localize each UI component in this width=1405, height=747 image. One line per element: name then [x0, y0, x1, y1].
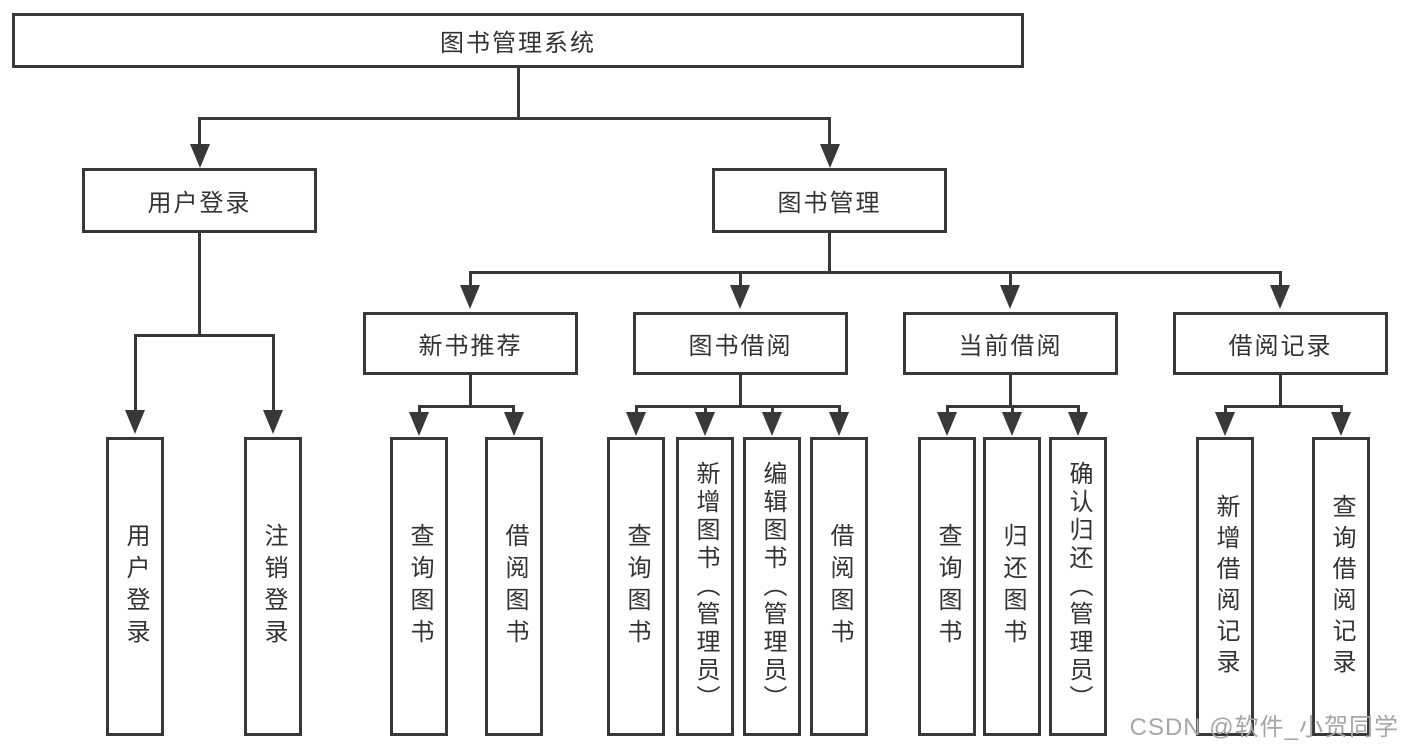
connector-line: [739, 271, 742, 287]
connector-line: [828, 117, 831, 148]
node-user-login: 用户登录: [82, 168, 317, 233]
arrow-down-icon: [626, 412, 646, 436]
leaf-add-book-admin: 新增图书（管理员）: [676, 437, 734, 736]
leaf-logout: 注销登录: [244, 437, 302, 736]
arrow-down-icon: [937, 412, 957, 436]
node-current-borrow: 当前借阅: [903, 312, 1118, 375]
arrow-down-icon: [1002, 412, 1022, 436]
arrow-down-icon: [730, 285, 750, 309]
connector-line: [1011, 405, 1014, 414]
arrow-down-icon: [695, 412, 715, 436]
leaf-borrow-books-borrow: 借阅图书: [810, 437, 868, 736]
node-book-management: 图书管理: [712, 168, 947, 233]
arrow-down-icon: [1000, 285, 1020, 309]
arrow-down-icon: [125, 410, 145, 434]
connector-line: [838, 405, 841, 414]
arrow-down-icon: [829, 412, 849, 436]
watermark-text: CSDN @软件_小贺同学: [1129, 714, 1399, 741]
node-library-management-system: 图书管理系统: [12, 13, 1024, 68]
connector-line: [134, 334, 274, 337]
connector-line: [517, 68, 520, 118]
leaf-query-books-borrow: 查询图书: [607, 437, 665, 736]
arrow-down-icon: [504, 412, 524, 436]
arrow-down-icon: [1331, 412, 1351, 436]
connector-line: [469, 375, 472, 407]
connector-line: [1009, 271, 1012, 287]
leaf-edit-book-admin: 编辑图书（管理员）: [743, 437, 801, 736]
connector-line: [198, 117, 831, 120]
leaf-query-books-recommend: 查询图书: [390, 437, 448, 736]
connector-line: [1224, 405, 1227, 414]
connector-line: [418, 405, 515, 408]
connector-line: [704, 405, 707, 414]
connector-line: [418, 405, 421, 414]
connector-line: [1077, 405, 1080, 414]
arrow-down-icon: [190, 144, 210, 168]
leaf-add-borrow-record: 新增借阅记录: [1196, 437, 1254, 736]
leaf-query-borrow-record: 查询借阅记录: [1312, 437, 1370, 736]
connector-line: [1279, 271, 1282, 287]
connector-line: [272, 334, 275, 412]
connector-line: [512, 405, 515, 414]
arrow-down-icon: [263, 410, 283, 434]
connector-line: [1009, 375, 1012, 407]
arrow-down-icon: [460, 285, 480, 309]
connector-line: [469, 271, 472, 287]
connector-line: [1279, 375, 1282, 407]
connector-line: [946, 405, 949, 414]
connector-line: [469, 271, 1282, 274]
leaf-user-login: 用户登录: [106, 437, 164, 736]
leaf-confirm-return-admin: 确认归还（管理员）: [1049, 437, 1107, 736]
arrow-down-icon: [820, 144, 840, 168]
connector-line: [635, 405, 638, 414]
connector-line: [134, 334, 137, 412]
node-book-borrow: 图书借阅: [633, 312, 848, 375]
leaf-query-books-current: 查询图书: [918, 437, 976, 736]
arrow-down-icon: [1215, 412, 1235, 436]
connector-line: [198, 233, 201, 336]
connector-line: [828, 233, 831, 273]
connector-line: [1224, 405, 1341, 408]
connector-line: [739, 375, 742, 407]
connector-line: [1340, 405, 1343, 414]
node-new-book-recommend: 新书推荐: [363, 312, 578, 375]
connector-line: [635, 405, 840, 408]
connector-line: [198, 117, 201, 148]
arrow-down-icon: [1068, 412, 1088, 436]
connector-line: [771, 405, 774, 414]
node-borrow-records: 借阅记录: [1173, 312, 1388, 375]
leaf-borrow-books-recommend: 借阅图书: [485, 437, 543, 736]
leaf-return-book: 归还图书: [983, 437, 1041, 736]
arrow-down-icon: [1270, 285, 1290, 309]
arrow-down-icon: [409, 412, 429, 436]
arrow-down-icon: [762, 412, 782, 436]
